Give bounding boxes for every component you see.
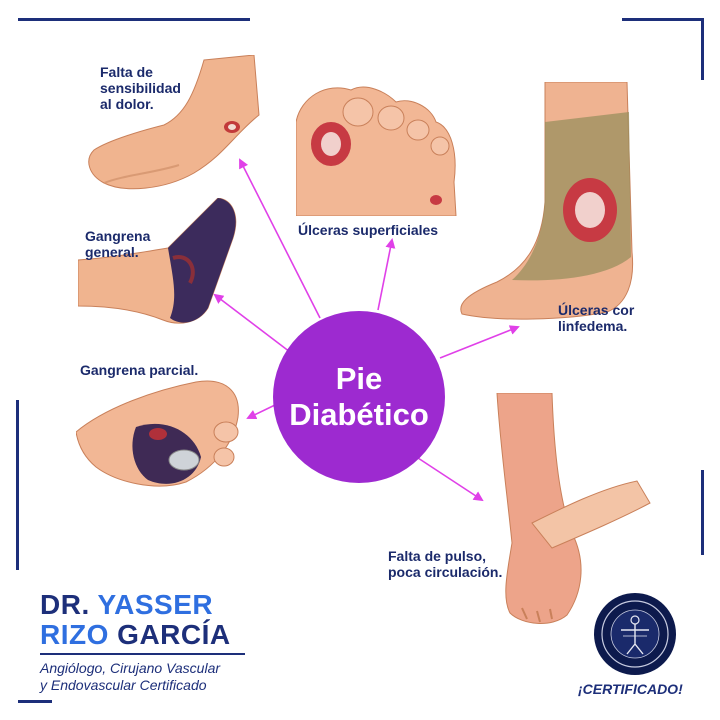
foot-gangrena-parcial-illustration <box>76 380 239 487</box>
frame-right-side <box>701 470 704 555</box>
label-gangrena-parcial: Gangrena parcial. <box>80 362 199 378</box>
arrow-to-gangrena-general <box>213 293 291 353</box>
arrow-to-gangrena-parcial <box>246 404 276 420</box>
label-ulceras-linfedema: Úlceras cor linfedema. <box>558 302 635 334</box>
doctor-name-underline <box>40 653 245 655</box>
doctor-subtitle-line2: y Endovascular Certificado <box>40 677 207 693</box>
doctor-name-line2: RIZO GARCÍA <box>40 620 231 650</box>
doctor-prefix: DR. <box>40 589 90 620</box>
label-ulceras-superficiales: Úlceras superficiales <box>298 222 439 238</box>
doctor-name-line1: DR. YASSER <box>40 590 213 620</box>
leg-linfedema-illustration <box>460 82 634 320</box>
certified-badge-text: ¡CERTIFICADO! <box>578 681 683 697</box>
doctor-first-name: YASSER <box>97 589 214 620</box>
frame-top-right <box>622 18 704 21</box>
arrow-to-ulceras-superficiales <box>377 238 396 311</box>
doctor-last-name-1: RIZO <box>40 619 109 650</box>
frame-right-upper <box>701 18 704 80</box>
arrow-to-sensibilidad <box>239 158 321 319</box>
frame-top-left <box>18 18 250 21</box>
doctor-subtitle-line1: Angiólogo, Cirujano Vascular <box>40 660 221 676</box>
foot-ulceras-superficiales-illustration <box>296 86 457 216</box>
doctor-last-name-2: GARCÍA <box>117 619 231 650</box>
label-falta-pulso: Falta de pulso, poca circulación. <box>388 548 503 580</box>
center-hub: Pie Diabético <box>273 311 445 483</box>
foot-gangrena-general-illustration <box>78 198 237 324</box>
leg-falta-pulso-illustration <box>496 393 651 624</box>
center-title-line2: Diabético <box>289 397 429 432</box>
arrow-to-falta-pulso <box>417 457 484 502</box>
arrow-to-linfedema <box>439 325 520 359</box>
label-gangrena-general: Gangrena general. <box>85 228 151 260</box>
frame-bottom-left <box>18 700 52 703</box>
foot-sensibilidad-illustration <box>88 55 260 190</box>
frame-left-side <box>16 400 19 570</box>
label-sensibilidad: Falta de sensibilidad al dolor. <box>100 64 181 112</box>
certification-seal-icon <box>594 593 676 675</box>
center-title-line1: Pie <box>335 361 383 396</box>
